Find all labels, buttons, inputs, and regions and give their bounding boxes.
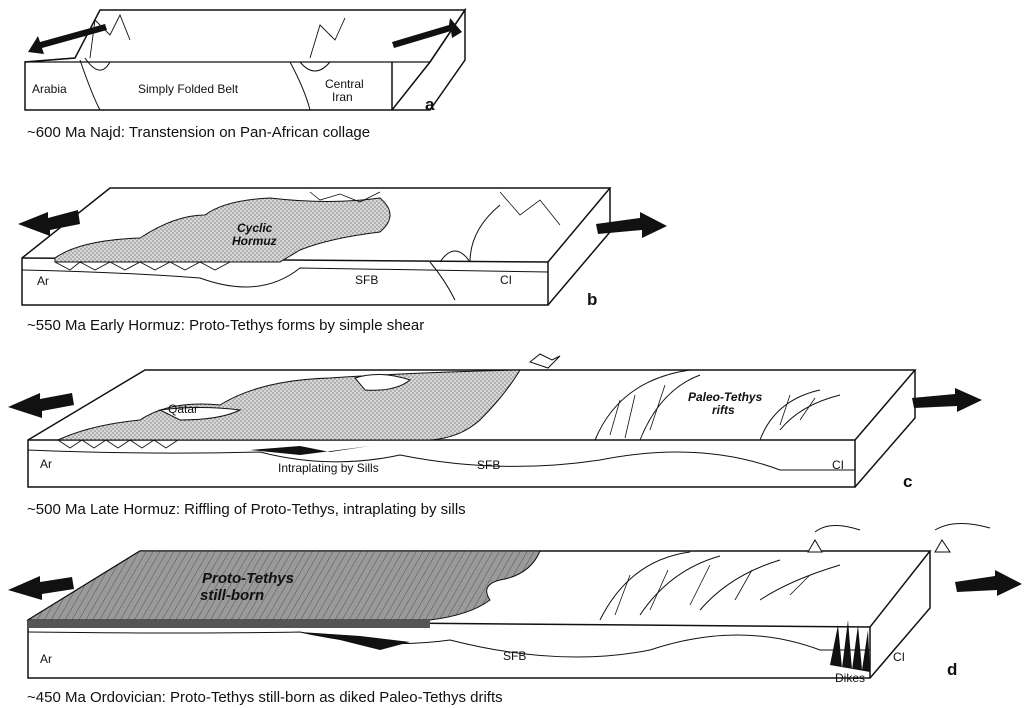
panel-b-letter: b — [587, 290, 597, 309]
panel-d-basin-2: still-born — [200, 587, 264, 604]
panel-c-sills: Intraplating by Sills — [278, 461, 379, 475]
panel-d-dikes: Dikes — [835, 671, 865, 685]
panel-a-label-middle: Simply Folded Belt — [138, 82, 239, 96]
panel-c-label-left: Ar — [40, 457, 52, 471]
panel-d-label-left: Ar — [40, 652, 52, 666]
volcano-icon — [808, 540, 950, 552]
panel-d-letter: d — [947, 660, 957, 679]
panel-b: Cyclic Hormuz Ar SFB CI b ~550 Ma Early … — [18, 188, 667, 334]
panel-a-label-left: Arabia — [32, 82, 67, 96]
panel-d-label-middle: SFB — [503, 649, 526, 663]
panel-b-basin-2: Hormuz — [232, 234, 277, 248]
panel-a-block — [25, 10, 465, 110]
panel-b-label-middle: SFB — [355, 273, 378, 287]
panel-c-qatar: Qatar — [168, 402, 198, 416]
panel-c-letter: c — [903, 472, 912, 491]
panel-d-basin-1: Proto-Tethys — [202, 570, 294, 587]
panel-a-label-right-1: Central — [325, 77, 364, 91]
panel-b-caption: ~550 Ma Early Hormuz: Proto-Tethys forms… — [27, 317, 424, 334]
panel-b-basin-1: Cyclic — [237, 221, 273, 235]
volcano-icon — [530, 354, 560, 368]
extension-arrow-right-icon — [955, 570, 1022, 596]
extension-arrow-left-icon — [8, 393, 74, 418]
panel-b-label-right: CI — [500, 273, 512, 287]
panel-a-letter: a — [425, 95, 435, 114]
extension-arrow-right-icon — [912, 388, 982, 412]
panel-c-rift-2: rifts — [712, 403, 735, 417]
panel-d: Proto-Tethys still-born Ar SFB CI Dikes … — [8, 523, 1022, 706]
extension-arrow-right-icon — [596, 212, 667, 238]
panel-c-label-right: CI — [832, 458, 844, 472]
panel-a-label-right-2: Iran — [332, 90, 353, 104]
panel-c-rift-1: Paleo-Tethys — [688, 390, 763, 404]
panel-a: Arabia Simply Folded Belt Central Iran a… — [25, 10, 465, 141]
panel-a-caption: ~600 Ma Najd: Transtension on Pan-Africa… — [27, 124, 370, 141]
panel-c-label-middle: SFB — [477, 458, 500, 472]
panel-d-caption: ~450 Ma Ordovician: Proto-Tethys still-b… — [27, 689, 503, 706]
panel-c-caption: ~500 Ma Late Hormuz: Riffling of Proto-T… — [27, 501, 466, 518]
panel-d-label-right: CI — [893, 650, 905, 664]
panel-c: Qatar Paleo-Tethys rifts Intraplating by… — [8, 354, 982, 518]
extension-arrow-left-icon — [8, 576, 74, 600]
panel-b-label-left: Ar — [37, 274, 49, 288]
